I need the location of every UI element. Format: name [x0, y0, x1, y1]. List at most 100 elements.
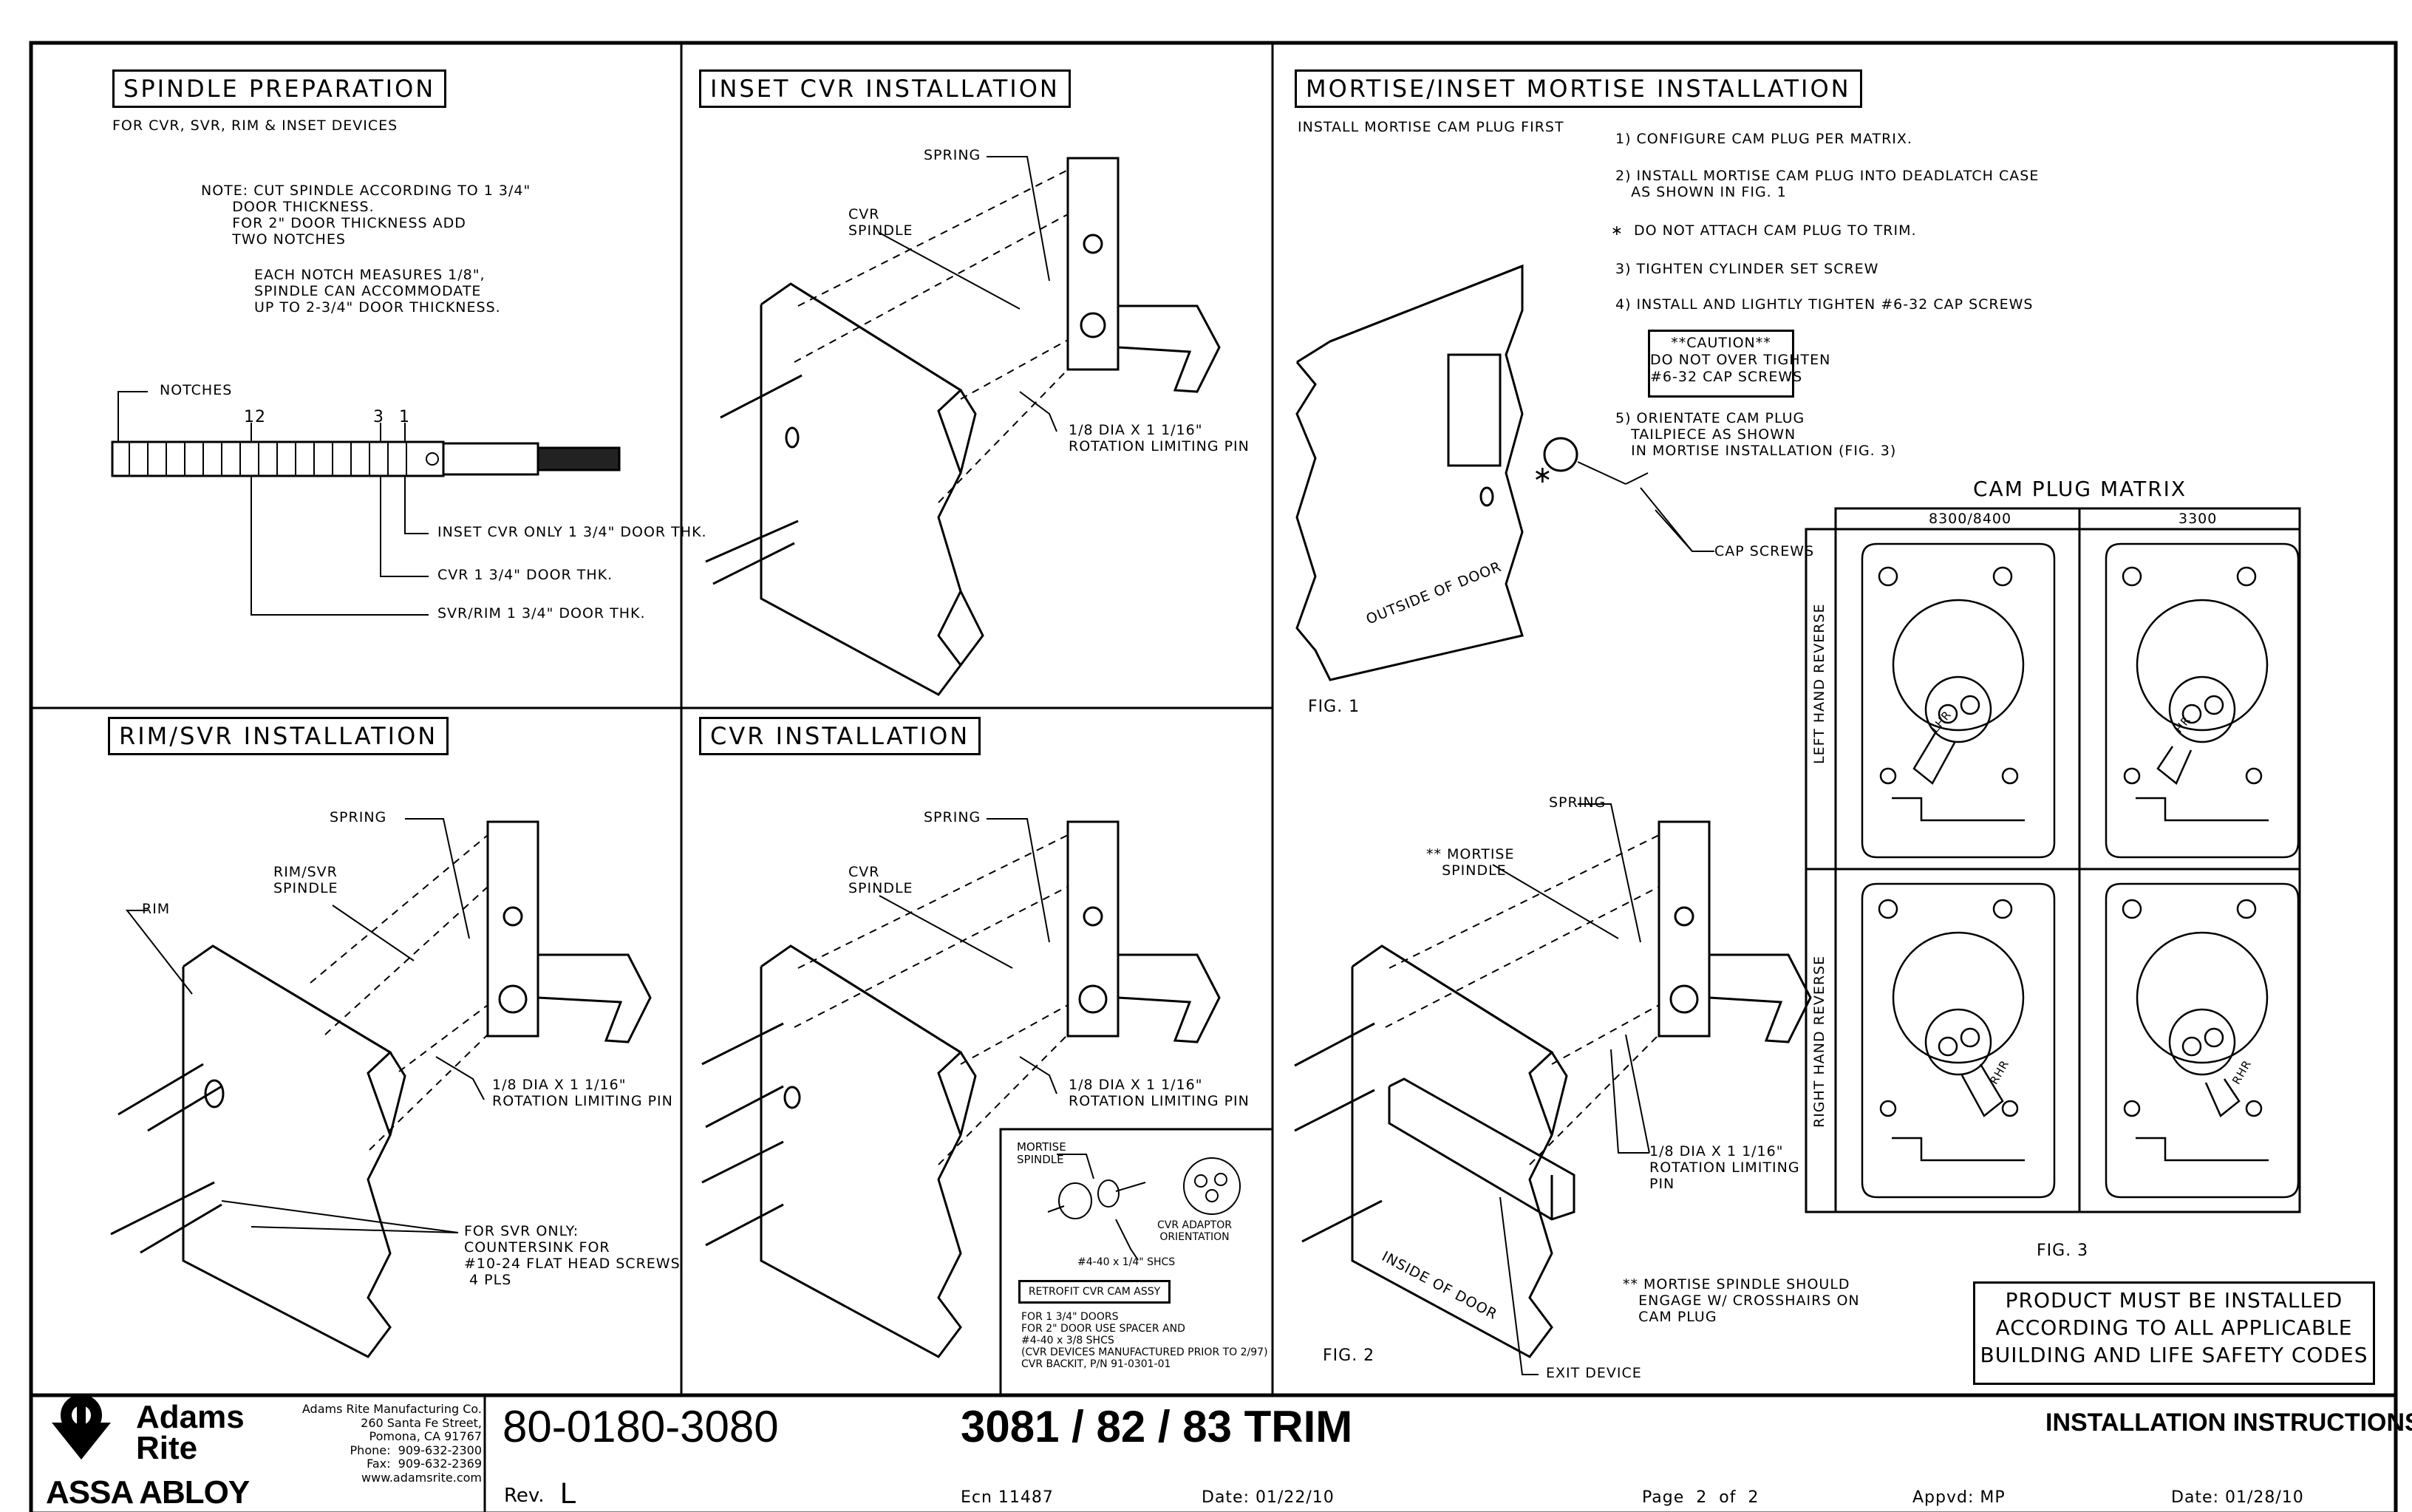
cvr-spindle: CVR SPINDLE [848, 864, 913, 896]
callout-svr-rim: SVR/RIM 1 3/4" DOOR THK. [437, 605, 646, 622]
fig2-mortise-spindle: ** MORTISE SPINDLE [1426, 846, 1515, 879]
retrofit-shcs: #4-40 x 1/4" SHCS [1077, 1256, 1176, 1268]
tick-12: 12 [244, 408, 266, 426]
sheet-border [29, 41, 2398, 1512]
cvr-spring: SPRING [924, 809, 981, 825]
revision-label: Rev. [504, 1485, 545, 1507]
mortise-step-2: 2) INSTALL MORTISE CAM PLUG INTO DEADLAT… [1615, 168, 2040, 200]
mortise-step-3: 3) TIGHTEN CYLINDER SET SCREW [1615, 261, 1879, 277]
matrix-col-3300: 3300 [2178, 511, 2218, 527]
inset-cvr-spindle: CVR SPINDLE [848, 206, 913, 239]
company-address: Adams Rite Manufacturing Co. 260 Santa F… [302, 1402, 482, 1485]
retrofit-note: FOR 1 3/4" DOORS FOR 2" DOOR USE SPACER … [1021, 1311, 1268, 1371]
mortise-step-5: 5) ORIENTATE CAM PLUG TAILPIECE AS SHOWN… [1615, 410, 1897, 459]
inset-cvr-device [1066, 157, 1221, 393]
tick-3: 3 [373, 408, 384, 426]
rim-svr-device [486, 820, 652, 1043]
spindle-note-2: EACH NOTCH MEASURES 1/8", SPINDLE CAN AC… [254, 267, 501, 316]
cam-plug-matrix-grid [1805, 507, 2301, 1213]
rim-svr-spring: SPRING [330, 809, 387, 825]
inset-cvr-title: INSET CVR INSTALLATION [699, 69, 1071, 108]
assa-abloy-logo: ASSA ABLOY [46, 1474, 250, 1511]
cvr-pin: 1/8 DIA X 1 1/16" ROTATION LIMITING PIN [1069, 1077, 1250, 1109]
spindle-notches [129, 442, 407, 476]
document-type: INSTALLATION INSTRUCTIONS [2045, 1409, 2412, 1437]
cvr-screws [701, 1022, 784, 1247]
rim-svr-pin: 1/8 DIA X 1 1/16" ROTATION LIMITING PIN [492, 1077, 673, 1109]
inset-cvr-door [760, 282, 984, 696]
revision-value: L [560, 1477, 577, 1510]
fig-2-label: FIG. 2 [1323, 1346, 1375, 1365]
cam-plug-matrix-title: CAM PLUG MATRIX [1973, 477, 2187, 501]
matrix-row-lhr: LEFT HAND REVERSE [1811, 603, 1827, 764]
inset-cvr-pin: 1/8 DIA X 1 1/16" ROTATION LIMITING PIN [1069, 422, 1250, 454]
brand-name-line1: Adams [136, 1399, 245, 1435]
spindle-drawing [111, 440, 621, 477]
retrofit-cam-assy-label: RETROFIT CVR CAM ASSY [1018, 1280, 1171, 1304]
fig-1-label: FIG. 1 [1308, 698, 1360, 716]
mortise-fig2-device [1658, 820, 1812, 1043]
mortise-fig2-door [1351, 944, 1575, 1358]
mortise-fig1-leaders [1577, 461, 1714, 552]
mortise-star-note: ∗ DO NOT ATTACH CAM PLUG TO TRIM. [1611, 222, 1917, 239]
spindle-note: NOTE: CUT SPINDLE ACCORDING TO 1 3/4" DO… [201, 183, 531, 248]
matrix-cell-rhr-8300 [1861, 882, 2056, 1199]
ecn-number: Ecn 11487 [961, 1488, 1054, 1507]
mortise-step-1: 1) CONFIGURE CAM PLUG PER MATRIX. [1615, 131, 1912, 147]
star-marker: ∗ [1533, 460, 1553, 488]
matrix-cell-lhr-3300 [2105, 542, 2300, 859]
spindle-prep-title: SPINDLE PREPARATION [112, 69, 447, 108]
inset-cvr-leaders [879, 156, 1057, 432]
spindle-prep-subtitle: FOR CVR, SVR, RIM & INSET DEVICES [112, 118, 398, 134]
mortise-fig1-door [1295, 264, 1578, 681]
product-title: 3081 / 82 / 83 TRIM [961, 1402, 1353, 1451]
cvr-title: CVR INSTALLATION [699, 717, 981, 755]
mortise-spindle-note: ** MORTISE SPINDLE SHOULD ENGAGE W/ CROS… [1623, 1276, 1860, 1325]
retrofit-inset-box [999, 1128, 1274, 1397]
matrix-row-rhr: RIGHT HAND REVERSE [1811, 955, 1827, 1128]
rim-svr-leaders [125, 818, 485, 1233]
page-number: Page 2 of 2 [1642, 1488, 1759, 1507]
cvr-leaders [879, 818, 1057, 1094]
fig2-pin: 1/8 DIA X 1 1/16" ROTATION LIMITING PIN [1649, 1143, 1800, 1192]
callout-inset-cvr: INSET CVR ONLY 1 3/4" DOOR THK. [437, 524, 707, 540]
rim-label: RIM [142, 901, 171, 917]
caution-box: **CAUTION** DO NOT OVER TIGHTEN #6-32 CA… [1648, 330, 1830, 398]
rim-svr-title: RIM/SVR INSTALLATION [108, 717, 449, 755]
inset-cvr-screws [705, 374, 803, 585]
matrix-col-8300: 8300/8400 [1929, 511, 2012, 527]
brand-name-line2: Rite [136, 1430, 198, 1466]
spindle-leaders [117, 391, 429, 616]
document-number: 80-0180-3080 [502, 1402, 779, 1451]
svr-countersink-note: FOR SVR ONLY: COUNTERSINK FOR #10-24 FLA… [464, 1223, 681, 1288]
notches-label: NOTCHES [160, 382, 233, 398]
adams-rite-logo-icon [52, 1394, 111, 1460]
retrofit-sketch [1047, 1154, 1241, 1261]
inset-cvr-spring: SPRING [924, 147, 981, 163]
approved-by: Appvd: MP [1912, 1488, 2006, 1507]
cvr-door [760, 944, 977, 1358]
date-approved: Date: 01/28/10 [2171, 1488, 2304, 1507]
cvr-adaptor-orientation: CVR ADAPTOR ORIENTATION [1157, 1219, 1232, 1244]
fig2-spring: SPRING [1549, 794, 1607, 811]
product-installation-note: PRODUCT MUST BE INSTALLED ACCORDING TO A… [1973, 1281, 2375, 1385]
mortise-fig2-screws [1294, 1022, 1383, 1243]
callout-cvr: CVR 1 3/4" DOOR THK. [437, 567, 613, 583]
mortise-title: MORTISE/INSET MORTISE INSTALLATION [1295, 69, 1862, 108]
matrix-cell-rhr-3300 [2105, 882, 2300, 1199]
retrofit-mortise-spindle: MORTISE SPINDLE [1017, 1140, 1066, 1167]
rim-svr-door [182, 944, 406, 1358]
exit-device-label: EXIT DEVICE [1546, 1365, 1642, 1381]
mortise-step-4: 4) INSTALL AND LIGHTLY TIGHTEN #6-32 CAP… [1615, 296, 2034, 313]
mortise-fig2-leaders [1492, 803, 1650, 1375]
tick-1: 1 [399, 408, 410, 426]
rim-svr-spindle: RIM/SVR SPINDLE [273, 864, 338, 896]
cvr-device [1066, 820, 1221, 1043]
fig-3-label: FIG. 3 [2037, 1242, 2089, 1260]
cap-screws-label: CAP SCREWS [1714, 543, 1815, 559]
mortise-first: INSTALL MORTISE CAM PLUG FIRST [1298, 119, 1564, 135]
matrix-cell-lhr-8300 [1861, 542, 2056, 859]
rim-svr-screws [110, 1063, 222, 1254]
